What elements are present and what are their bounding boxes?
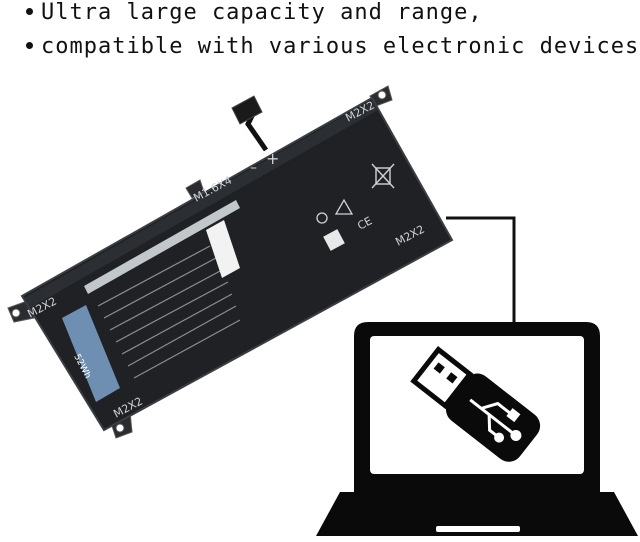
bullet-dot-icon: [26, 7, 33, 15]
qr-code-icon: [323, 229, 345, 251]
warning-triangle-icon: [334, 198, 354, 215]
bullet-text: Ultra large capacity and range,: [41, 0, 483, 25]
polarity-minus: –: [250, 160, 257, 176]
label-strip: [84, 200, 240, 294]
bullet-text: compatible with various electronic devic…: [41, 34, 640, 59]
polarity-plus: +: [266, 149, 279, 168]
bullet-item: compatible with various electronic devic…: [26, 34, 639, 59]
barcode-sticker: [206, 220, 240, 278]
usb-drive-icon: [410, 346, 541, 462]
spec-text-block: [97, 245, 241, 379]
battery-pack: – + M2X2 M2X2 M2X2 M2X2 M1.6X4 52Wh CE: [7, 85, 454, 439]
recycle-bin-icon: [371, 163, 395, 189]
ce-mark: CE: [355, 214, 374, 232]
usb-symbol-icon: [469, 398, 522, 443]
bullet-item: Ultra large capacity and range,: [26, 0, 483, 25]
laptop-keyboard-base: [316, 492, 638, 536]
trackpad: [436, 526, 520, 532]
info-panel: [62, 305, 120, 402]
info-circle-icon: [316, 212, 328, 224]
battery-connector-icon: [231, 95, 269, 152]
bullet-dot-icon: [26, 41, 33, 49]
